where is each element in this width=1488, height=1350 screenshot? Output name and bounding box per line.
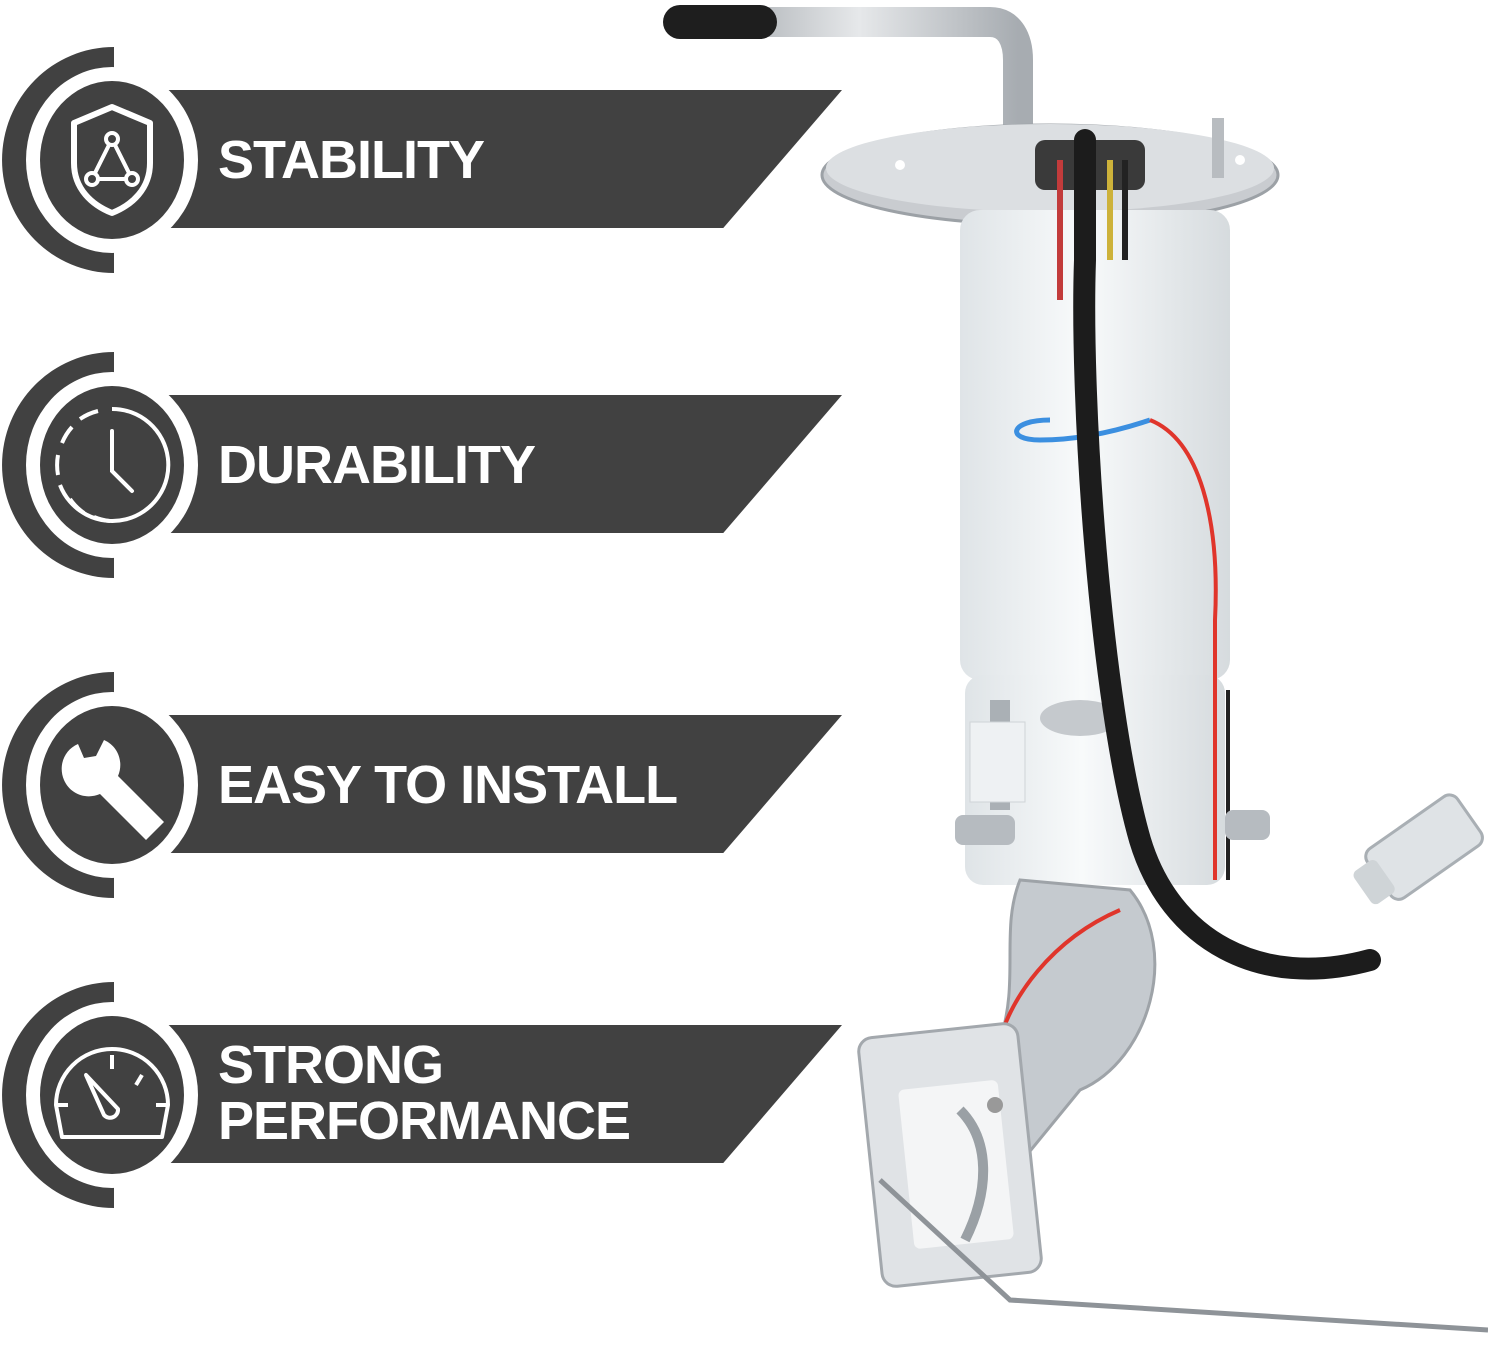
feature-banner [100, 1025, 842, 1163]
feature-label-line2: PERFORMANCE [218, 1091, 631, 1151]
feature-durability: DURABILITY [0, 350, 860, 580]
wrench-icon [61, 740, 165, 840]
feature-banner [100, 715, 842, 853]
shield-triangle-icon [71, 104, 153, 216]
feature-banner [100, 90, 842, 228]
decorative-arc [2, 352, 114, 578]
icon-badge [26, 372, 198, 558]
clock-icon [55, 406, 171, 523]
decorative-arc [2, 47, 114, 273]
decorative-arc [2, 982, 114, 1208]
feature-label: STRONG PERFORMANCE [218, 1035, 631, 1151]
wire-harness [1073, 129, 1381, 980]
feature-banner [100, 395, 842, 533]
float-arm [878, 1178, 1488, 1333]
feature-label-line1: STRONG [218, 1035, 444, 1095]
icon-badge [26, 1002, 198, 1188]
fuel-pump-image [663, 5, 1488, 1333]
feature-stability: STABILITY [0, 45, 860, 275]
feature-easy-to-install: EASY TO INSTALL [0, 670, 860, 900]
icon-badge [26, 67, 198, 253]
feature-label: STABILITY [218, 130, 485, 190]
decorative-arc [2, 672, 114, 898]
feature-label: EASY TO INSTALL [218, 755, 678, 815]
feature-strong-performance: STRONG PERFORMANCE [0, 980, 860, 1210]
feature-label: DURABILITY [218, 435, 536, 495]
fuel-pipe [685, 7, 1033, 225]
speedometer-icon [54, 1047, 170, 1139]
icon-badge [26, 692, 198, 878]
